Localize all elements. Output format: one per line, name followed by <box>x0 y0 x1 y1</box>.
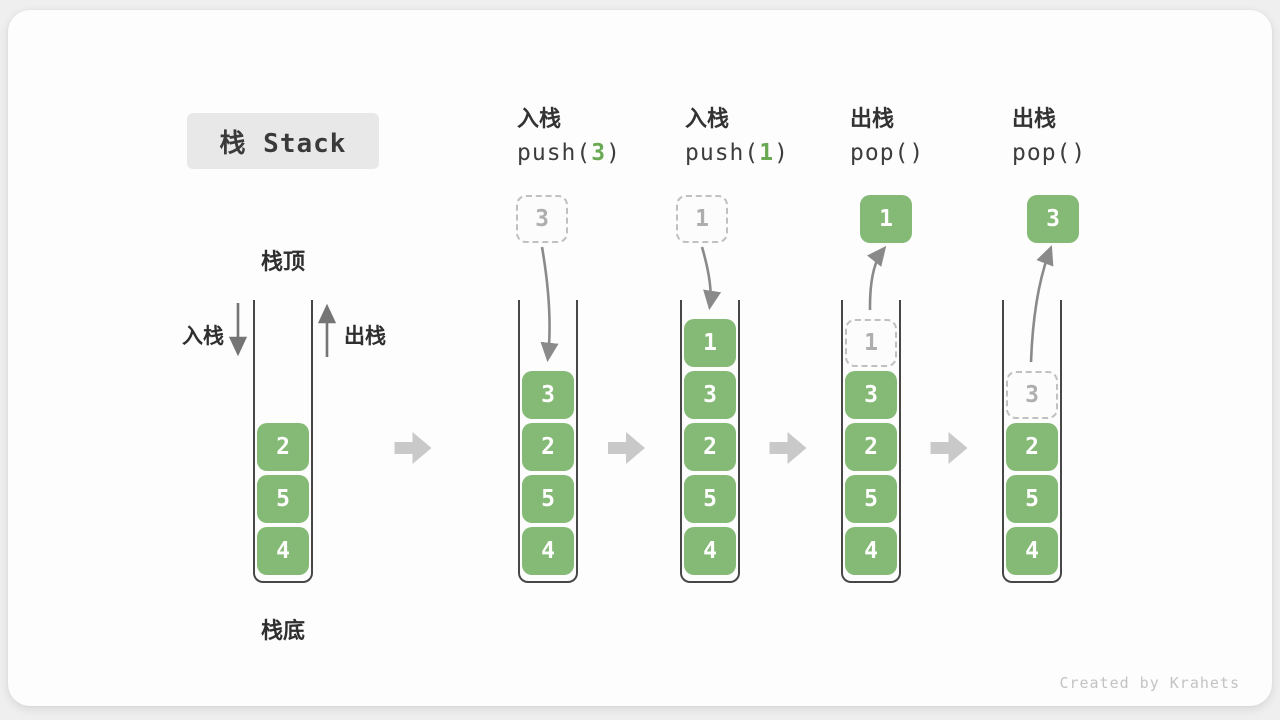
stack-cell: 1 <box>684 319 736 367</box>
popped-value-box: 3 <box>1027 195 1079 243</box>
stack-cell: 4 <box>845 527 897 575</box>
code-post: ) <box>909 140 925 166</box>
op-header-op-pop-1: 出栈 pop() <box>850 106 924 166</box>
stack-cell: 2 <box>1006 423 1058 471</box>
stack-bottom-label: 栈底 <box>260 618 305 643</box>
stack-frame-stack-initial <box>253 300 313 583</box>
code-pre: pop( <box>1012 140 1072 166</box>
stack-cell: 5 <box>684 475 736 523</box>
floating-value-dashed: 1 <box>676 195 728 243</box>
stack-cell-ghost: 3 <box>1006 371 1058 419</box>
stack-cell: 2 <box>257 423 309 471</box>
op-header-label: 出栈 <box>850 106 895 131</box>
stack-cell: 3 <box>684 371 736 419</box>
stack-top-label: 栈顶 <box>260 249 305 274</box>
stack-cell: 4 <box>522 527 574 575</box>
stack-cell: 2 <box>684 423 736 471</box>
popped-value-box: 1 <box>860 195 912 243</box>
stack-frame-op-pop-1 <box>841 300 901 583</box>
stack-cell: 5 <box>257 475 309 523</box>
stack-cell: 2 <box>845 423 897 471</box>
code-post: ) <box>606 140 621 166</box>
stack-cell: 5 <box>1006 475 1058 523</box>
op-header-op-pop-3: 出栈 pop() <box>1012 106 1086 166</box>
stack-cell-ghost: 1 <box>845 319 897 367</box>
pop-side-label: 出栈 <box>344 325 386 348</box>
op-header-label: 入栈 <box>685 106 730 131</box>
op-header-code: push(3) <box>517 140 621 166</box>
stack-cell: 3 <box>522 371 574 419</box>
code-pre: push( <box>517 140 592 166</box>
floating-value-dashed: 3 <box>516 195 568 243</box>
push-in-arrow <box>700 246 722 311</box>
stack-cell: 3 <box>845 371 897 419</box>
code-pre: pop( <box>850 140 910 166</box>
stack-cell: 5 <box>522 475 574 523</box>
op-header-label: 出栈 <box>1012 106 1057 131</box>
title-text: 栈 Stack <box>219 128 347 159</box>
stack-frame-op-push-1 <box>680 300 740 583</box>
stack-frame-op-push-3 <box>518 300 578 583</box>
stack-frame-op-pop-3 <box>1002 300 1062 583</box>
code-post: ) <box>1071 140 1087 166</box>
op-header-label: 入栈 <box>517 106 562 131</box>
op-header-code: pop() <box>1012 140 1086 166</box>
op-header-code: push(1) <box>685 140 789 166</box>
step-arrow-icon <box>930 432 968 464</box>
op-header-op-push-1: 入栈 push(1) <box>685 106 789 166</box>
op-header-op-push-3: 入栈 push(3) <box>517 106 621 166</box>
push-side-label: 入栈 <box>182 325 224 348</box>
code-post: ) <box>774 140 789 166</box>
step-arrow-icon <box>394 432 432 464</box>
code-arg: 3 <box>591 140 607 166</box>
step-arrow-icon <box>608 432 645 464</box>
step-arrow-icon <box>769 432 807 464</box>
stack-cell: 5 <box>845 475 897 523</box>
code-pre: push( <box>685 140 760 166</box>
code-arg: 1 <box>759 140 775 166</box>
op-header-code: pop() <box>850 140 924 166</box>
stack-cell: 4 <box>684 527 736 575</box>
credit-text: Created by Krahets <box>1059 674 1240 692</box>
stack-cell: 4 <box>1006 527 1058 575</box>
stack-cell: 4 <box>257 527 309 575</box>
stack-cell: 2 <box>522 423 574 471</box>
title-badge: 栈 Stack <box>187 113 379 169</box>
